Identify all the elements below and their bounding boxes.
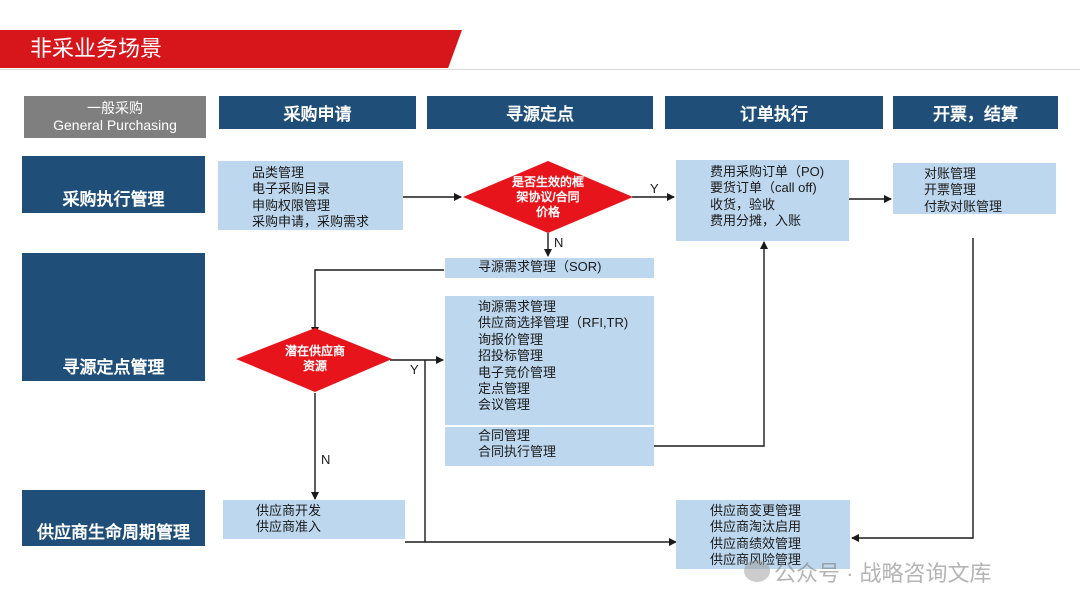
list-item: 要货订单（call off) xyxy=(710,180,817,196)
box-sor: 寻源需求管理（SOR) xyxy=(445,258,654,278)
list-item: 申购权限管理 xyxy=(252,197,331,213)
decision-line: 架协议/合同 xyxy=(516,190,580,204)
box-order-execution: 费用采购订单（PO) 要货订单（call off) 收货，验收 费用分摊，入账 xyxy=(676,160,849,241)
list-item: 费用分摊，入账 xyxy=(710,213,802,229)
decision-line: 价格 xyxy=(535,205,560,219)
list-item: 供应商淘汰启用 xyxy=(710,519,802,535)
row-sourcing-management: 寻源定点管理 xyxy=(22,253,205,381)
list-item: 开票管理 xyxy=(924,182,977,198)
decision-potential-diamond xyxy=(236,328,392,392)
title-banner xyxy=(0,30,462,68)
general-purchasing-en: General Purchasing xyxy=(53,117,177,133)
list-item: 费用采购订单（PO) xyxy=(710,164,825,179)
list-item: 询报价管理 xyxy=(478,331,544,347)
decision-framework-text: 是否生效的框 架协议/合同 价格 xyxy=(488,175,608,220)
list-item: 供应商开发 xyxy=(256,503,322,518)
box-billing: 对账管理 开票管理 付款对账管理 xyxy=(893,163,1056,214)
decision-line: 是否生效的框 xyxy=(511,175,584,189)
decision-potential-text: 潜在供应商 资源 xyxy=(265,344,365,374)
list-item: 收货，验收 xyxy=(710,196,776,212)
list-item: 供应商绩效管理 xyxy=(710,535,802,551)
wechat-icon xyxy=(744,560,770,582)
arrow-billing-to-management xyxy=(851,238,974,542)
box-purchase-request: 品类管理 电子采购目录 申购权限管理 采购申请，采购需求 xyxy=(218,161,403,230)
list-item: 供应商准入 xyxy=(256,519,322,535)
no-label-potential: N xyxy=(321,452,331,467)
yes-label-framework: Y xyxy=(650,181,659,196)
list-item: 品类管理 xyxy=(252,165,305,180)
box-contract: 合同管理 合同执行管理 xyxy=(445,427,654,466)
decision-line: 资源 xyxy=(302,359,327,373)
watermark: 公众号 · 战略咨询文库 xyxy=(774,561,992,586)
yes-label-potential: Y xyxy=(410,362,419,377)
general-purchasing-cn: 一般采购 xyxy=(87,100,143,116)
header-sourcing: 寻源定点 xyxy=(427,96,653,129)
header-purchase-request: 采购申请 xyxy=(219,96,416,129)
list-item: 寻源需求管理（SOR) xyxy=(478,259,602,274)
list-item: 电子采购目录 xyxy=(252,181,331,197)
arrow-contract-to-order xyxy=(654,241,768,447)
general-purchasing-header: 一般采购 General Purchasing xyxy=(24,96,206,138)
list-item: 供应商变更管理 xyxy=(710,503,802,518)
box-sourcing: 询源需求管理 供应商选择管理（RFI,TR) 询报价管理 招投标管理 电子竞价管… xyxy=(445,296,654,425)
header-billing: 开票，结算 xyxy=(893,96,1058,129)
decision-framework-diamond xyxy=(463,161,633,233)
divider xyxy=(0,69,1080,70)
box-supplier-management: 供应商变更管理 供应商淘汰启用 供应商绩效管理 供应商风险管理 xyxy=(676,500,850,569)
list-item: 定点管理 xyxy=(478,381,531,397)
list-item: 付款对账管理 xyxy=(924,198,1003,214)
list-item: 对账管理 xyxy=(924,166,977,181)
list-item: 供应商选择管理（RFI,TR) xyxy=(478,315,629,331)
list-item: 招投标管理 xyxy=(478,348,544,364)
box-supplier-development: 供应商开发 供应商准入 xyxy=(223,500,405,539)
list-item: 采购申请，采购需求 xyxy=(252,214,370,230)
list-item: 合同执行管理 xyxy=(478,444,557,460)
row-procurement-execution: 采购执行管理 xyxy=(22,156,205,213)
list-item: 会议管理 xyxy=(478,397,531,413)
list-item: 供应商风险管理 xyxy=(710,552,850,568)
decision-line: 潜在供应商 xyxy=(284,344,345,358)
list-item: 合同管理 xyxy=(478,428,531,443)
page-title: 非采业务场景 xyxy=(30,36,163,61)
no-label-framework: N xyxy=(554,235,564,250)
list-item: 询源需求管理 xyxy=(478,299,557,314)
arrow-sor-to-potential xyxy=(311,269,444,335)
list-item: 电子竞价管理 xyxy=(478,364,557,380)
header-order-execution: 订单执行 xyxy=(665,96,883,129)
row-supplier-lifecycle: 供应商生命周期管理 xyxy=(22,490,205,546)
